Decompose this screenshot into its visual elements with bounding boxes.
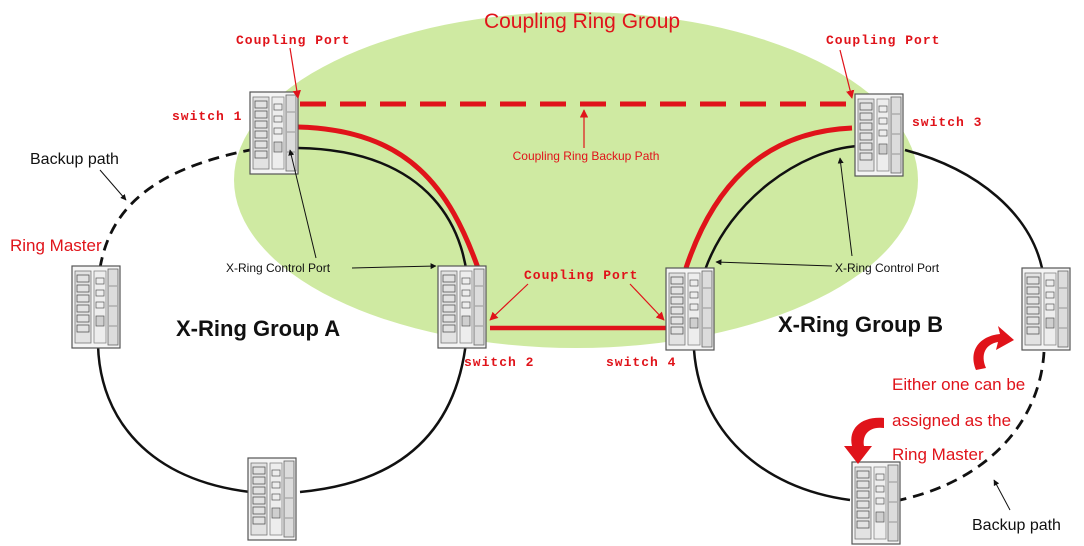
switch-1-device	[249, 91, 299, 175]
coupling-port-middle-label: Coupling Port	[524, 268, 638, 283]
control-port-left-arrow-right	[351, 263, 437, 270]
ring-b-bottom-switch-device	[851, 461, 901, 545]
switch-3-device	[854, 93, 904, 177]
curved-arrow-lower-icon	[844, 417, 884, 464]
ring-b-backup-path	[899, 351, 1046, 502]
coupling-path-right	[683, 125, 853, 269]
coupling-port-left-label: Coupling Port	[236, 33, 350, 48]
control-port-left-arrow-up	[288, 149, 317, 259]
ring-b-solid-path-right	[904, 148, 1044, 269]
coupling-port-right-label: Coupling Port	[826, 33, 940, 48]
backup-path-right-arrow	[993, 479, 1011, 511]
switch-2-label: switch 2	[464, 355, 534, 370]
coupling-ring-area	[234, 12, 918, 348]
ring-a-backup-path	[98, 148, 251, 269]
curved-arrow-upper-icon	[973, 326, 1014, 370]
diagram-title: Coupling Ring Group	[484, 10, 680, 33]
note-line-1: Either one can be	[892, 375, 1025, 394]
ring-b-right-switch-device	[1021, 267, 1071, 351]
switch-2-device	[437, 265, 487, 349]
coupling-port-middle-arrow-left	[489, 283, 529, 321]
ring-b-solid-path	[703, 144, 859, 271]
ring-master-label: Ring Master	[10, 236, 102, 255]
group-b-label: X-Ring Group B	[778, 312, 943, 337]
switch-4-label: switch 4	[606, 355, 676, 370]
ring-a-solid-path-lower	[96, 344, 251, 494]
switch-3-label: switch 3	[912, 115, 982, 130]
group-a-label: X-Ring Group A	[176, 316, 340, 341]
note-line-2: assigned as the	[892, 411, 1011, 430]
backup-path-left-label: Backup path	[30, 151, 119, 168]
backup-path-right-label: Backup path	[972, 517, 1061, 534]
coupling-path-left	[297, 124, 481, 269]
ring-master-switch-device	[71, 265, 121, 349]
coupling-port-left-arrow	[289, 47, 301, 99]
backup-path-left-arrow	[99, 169, 127, 201]
note-line-3: Ring Master	[892, 445, 984, 464]
control-port-right-arrow-left	[715, 259, 833, 267]
switch-4-device	[665, 267, 715, 351]
control-port-right-label: X-Ring Control Port	[835, 261, 940, 275]
control-port-left-label: X-Ring Control Port	[226, 261, 331, 275]
control-port-right-arrow-up	[837, 157, 853, 257]
switch-1-label: switch 1	[172, 109, 242, 124]
ring-a-bottom-switch-device	[247, 457, 297, 541]
ring-b-solid-path-lower	[692, 349, 851, 502]
coupling-port-right-arrow	[839, 49, 855, 99]
coupling-port-middle-arrow-right	[629, 283, 665, 321]
coupling-backup-label: Coupling Ring Backup Path	[513, 149, 660, 163]
